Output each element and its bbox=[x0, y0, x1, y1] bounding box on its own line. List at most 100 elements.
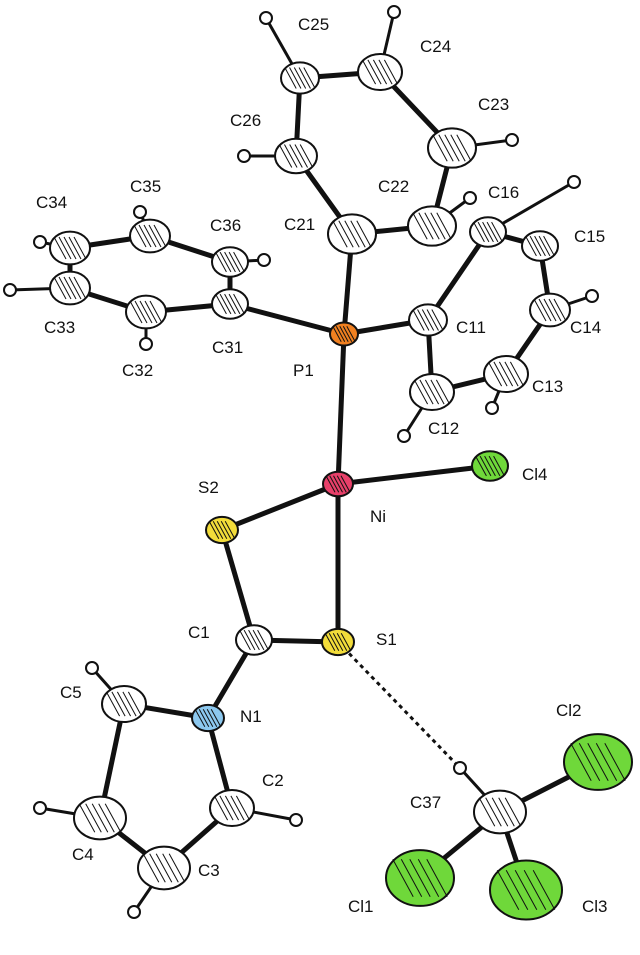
atom-cl3-hatch bbox=[532, 869, 556, 911]
atom-c5 bbox=[101, 684, 147, 724]
atom-p1-hatch bbox=[342, 326, 353, 342]
atom-c25-hatch bbox=[293, 67, 307, 89]
atom-c32-hatch bbox=[144, 300, 158, 324]
atom-c3-hatch bbox=[149, 853, 166, 883]
atom-c22-hatch bbox=[424, 212, 440, 240]
atom-h7 bbox=[585, 289, 599, 303]
atom-c16-hatch bbox=[473, 221, 485, 243]
atom-c23-hatch bbox=[450, 134, 466, 162]
atom-s2-hatch bbox=[208, 520, 220, 540]
atom-c33 bbox=[49, 270, 91, 306]
atom-c25 bbox=[280, 61, 320, 95]
label-c32: C32 bbox=[122, 361, 153, 380]
atom-c21-hatch bbox=[350, 220, 366, 248]
atom-c5-hatch bbox=[127, 691, 143, 717]
atom-c37-hatch bbox=[478, 797, 496, 827]
label-cl4: Cl4 bbox=[522, 465, 548, 484]
label-c11: C11 bbox=[456, 318, 486, 337]
atom-c5-hatch bbox=[105, 691, 121, 717]
atom-n1-hatch bbox=[202, 708, 214, 728]
atom-ni bbox=[322, 470, 354, 498]
atom-c34 bbox=[49, 230, 91, 266]
atom-c13-hatch bbox=[487, 361, 503, 387]
atom-cl2 bbox=[563, 733, 633, 791]
label-c37: C37 bbox=[410, 793, 441, 812]
atom-c11 bbox=[408, 303, 448, 337]
atom-c23-hatch bbox=[444, 134, 460, 162]
atom-p1-hatch bbox=[346, 326, 356, 342]
atom-c16-hatch bbox=[491, 221, 503, 243]
atom-c1-hatch bbox=[248, 629, 260, 651]
atom-c31-hatch bbox=[219, 293, 232, 315]
atom-p1 bbox=[329, 321, 359, 347]
atom-s1-hatch bbox=[324, 632, 336, 652]
atom-c15-hatch bbox=[538, 235, 551, 257]
atom-c2-hatch bbox=[219, 795, 234, 821]
atom-cl3 bbox=[489, 859, 563, 921]
atom-h3 bbox=[505, 133, 519, 147]
atom-c13-hatch bbox=[509, 361, 525, 387]
atom-c35 bbox=[129, 218, 171, 254]
atom-c36 bbox=[211, 246, 249, 278]
label-cl3: Cl3 bbox=[582, 897, 608, 916]
atom-c21-hatch bbox=[338, 220, 354, 248]
atom-cl1-hatch bbox=[426, 859, 448, 897]
atom-h17 bbox=[127, 905, 141, 919]
label-c14: C14 bbox=[570, 318, 601, 337]
atom-c14-hatch bbox=[538, 298, 552, 322]
atom-h6 bbox=[567, 175, 581, 189]
atom-cl2-hatch bbox=[570, 743, 592, 781]
atom-c33-hatch bbox=[73, 276, 87, 300]
atom-h4 bbox=[237, 149, 251, 163]
atom-h16 bbox=[33, 801, 47, 815]
atom-ni-hatch bbox=[333, 475, 343, 493]
atom-c12-hatch bbox=[424, 379, 440, 405]
atom-n1-hatch bbox=[206, 708, 218, 728]
atom-c14-hatch bbox=[553, 298, 567, 322]
atom-ni-hatch bbox=[336, 475, 347, 493]
label-c25: C25 bbox=[298, 15, 329, 34]
atom-n1-hatch bbox=[198, 708, 210, 728]
atom-c2 bbox=[209, 788, 255, 828]
atom-c32-hatch bbox=[139, 300, 153, 324]
atom-c31-hatch bbox=[228, 293, 241, 315]
atom-c25-hatch bbox=[298, 67, 311, 89]
atom-c23-hatch bbox=[438, 134, 454, 162]
atom-c12 bbox=[409, 372, 455, 412]
atom-c21 bbox=[327, 213, 377, 255]
atom-c33-hatch bbox=[68, 276, 82, 300]
atom-h13 bbox=[139, 337, 153, 351]
atom-c31 bbox=[211, 288, 249, 320]
atom-c35-hatch bbox=[138, 224, 152, 248]
atom-h12 bbox=[3, 283, 17, 297]
label-c13: C13 bbox=[532, 377, 563, 396]
atom-c12-hatch bbox=[430, 379, 445, 405]
label-s1: S1 bbox=[376, 630, 397, 649]
bond-p1-ni bbox=[335, 331, 347, 487]
atom-c16-hatch bbox=[477, 221, 490, 243]
atom-c16-hatch bbox=[486, 221, 499, 243]
atom-h1 bbox=[259, 11, 273, 25]
atom-c34-hatch bbox=[63, 236, 77, 260]
hydrogen-bond-s1-c37 bbox=[336, 640, 462, 770]
atom-cl4 bbox=[471, 450, 509, 482]
atom-c14-hatch bbox=[533, 298, 547, 322]
label-c12: C12 bbox=[428, 419, 459, 438]
atom-c23 bbox=[427, 127, 477, 169]
atom-c34-hatch bbox=[58, 236, 72, 260]
atom-c1 bbox=[235, 624, 273, 656]
atom-cl1-hatch bbox=[400, 859, 423, 897]
atom-cl3-hatch bbox=[523, 869, 547, 911]
atom-cl1-hatch bbox=[392, 859, 414, 897]
atom-c33-hatch bbox=[58, 276, 72, 300]
atom-c11-hatch bbox=[426, 309, 439, 331]
bond-c31-p1 bbox=[227, 301, 347, 337]
atom-c2-hatch bbox=[235, 795, 251, 821]
atom-c14-hatch bbox=[543, 298, 557, 322]
atom-p1-hatch bbox=[339, 326, 349, 342]
atom-c36-hatch bbox=[224, 251, 236, 273]
atom-cl2-hatch bbox=[604, 743, 626, 781]
atom-c32-hatch bbox=[129, 300, 143, 324]
label-c22: C22 bbox=[378, 177, 409, 196]
atom-c35-hatch bbox=[143, 224, 157, 248]
